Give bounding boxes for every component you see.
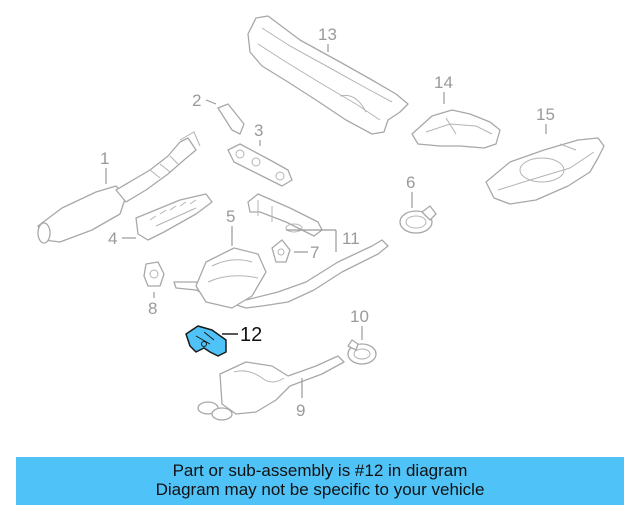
callout-3: 3 (254, 121, 263, 140)
banner-line-2: Diagram may not be specific to your vehi… (155, 480, 485, 499)
part-7-hanger[interactable] (271, 239, 291, 263)
callout-14: 14 (434, 73, 453, 92)
part-3-flange[interactable] (227, 143, 293, 187)
part-14-heat-shield[interactable] (411, 109, 501, 149)
callout-7: 7 (310, 243, 319, 262)
callout-12: 12 (240, 324, 262, 346)
part-13-heat-shield[interactable] (247, 15, 409, 135)
callout-5: 5 (226, 207, 235, 226)
banner-line-1: Part or sub-assembly is #12 in diagram (172, 461, 468, 480)
part-8-rubber-mount[interactable] (143, 261, 165, 287)
part-5-center-muffler[interactable] (173, 239, 389, 309)
callout-10: 10 (350, 307, 369, 326)
part-4-heat-shield[interactable] (135, 193, 213, 241)
callout-15: 15 (536, 105, 555, 124)
callout-2: 2 (192, 91, 201, 110)
part-12-bracket[interactable] (185, 325, 227, 357)
part-9-rear-muffler[interactable] (197, 355, 345, 421)
leader-lines (105, 44, 547, 398)
part-10-clamp[interactable] (347, 339, 377, 365)
part-15-heat-shield[interactable] (485, 137, 605, 205)
callout-9: 9 (296, 401, 305, 420)
part-2-gasket[interactable] (217, 103, 245, 135)
callout-8: 8 (148, 299, 157, 318)
info-banner: Part or sub-assembly is #12 in diagram D… (16, 457, 624, 505)
callout-4: 4 (108, 229, 117, 248)
callout-1: 1 (100, 149, 109, 168)
part-6-clamp[interactable] (399, 205, 437, 234)
callout-11: 11 (342, 229, 360, 248)
callout-6: 6 (406, 173, 415, 192)
exhaust-system-diagram: 1 2 3 4 5 6 7 8 9 10 11 12 13 14 15 (37, 15, 605, 421)
callout-13: 13 (318, 25, 337, 44)
part-1-catalytic-converter[interactable] (37, 131, 201, 244)
part-11-bracket[interactable] (247, 193, 323, 237)
